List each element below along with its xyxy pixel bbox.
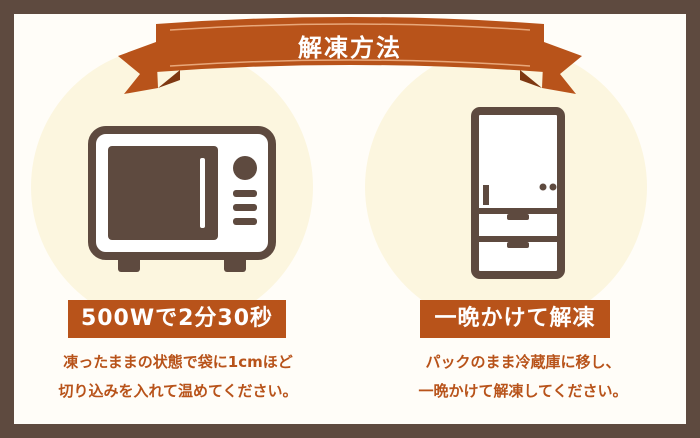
fridge-instruction-line-2: 一晩かけて解凍してください。 xyxy=(418,382,628,400)
banner-title: 解凍方法 xyxy=(298,34,402,62)
fridge-method-label: 一晩かけて解凍 xyxy=(420,300,610,338)
microwave-instructions: 凍ったままの状態で袋に1cmほど 切り込みを入れて温めてください。 xyxy=(13,348,343,406)
refrigerator-icon xyxy=(471,107,565,279)
microwave-instruction-line-1: 凍ったままの状態で袋に1cmほど xyxy=(63,353,293,371)
microwave-method-label: 500Wで2分30秒 xyxy=(68,300,286,338)
fridge-instructions: パックのまま冷蔵庫に移し、 一晩かけて解凍してください。 xyxy=(358,348,688,406)
title-ribbon xyxy=(118,17,582,94)
fridge-instruction-line-1: パックのまま冷蔵庫に移し、 xyxy=(425,353,621,371)
microwave-icon xyxy=(88,126,276,272)
microwave-instruction-line-2: 切り込みを入れて温めてください。 xyxy=(58,382,298,400)
